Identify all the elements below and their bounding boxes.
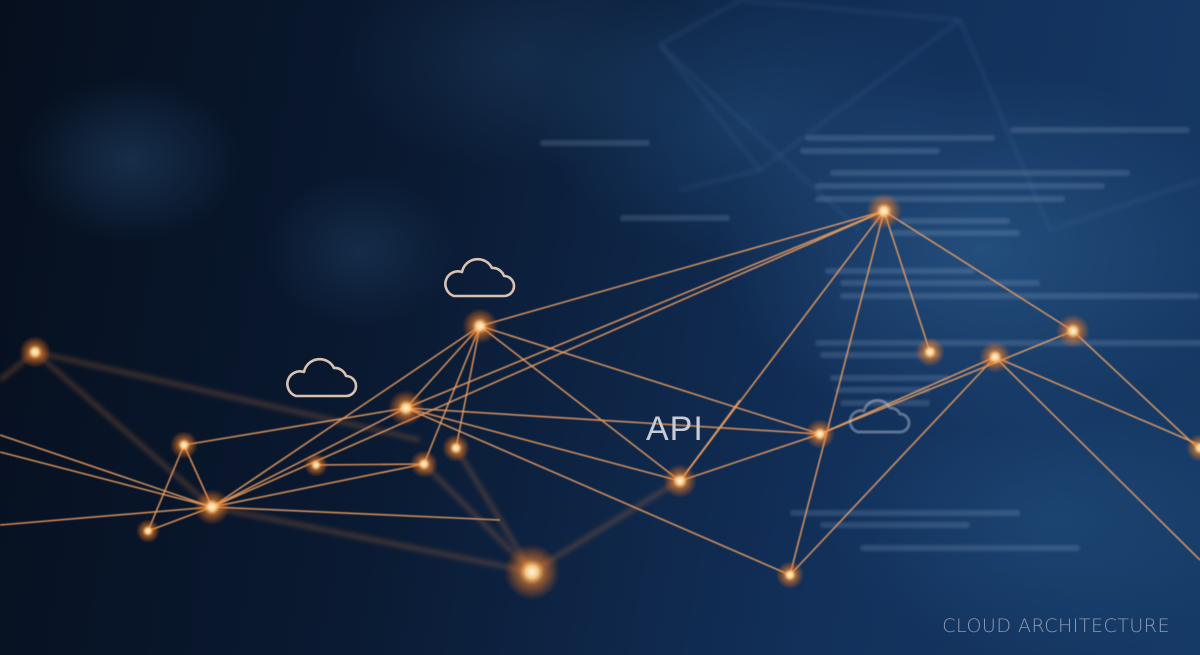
network-links xyxy=(0,210,1200,576)
background-lattice xyxy=(659,0,1200,231)
cloud-icon-faded xyxy=(848,398,911,434)
cloud-icon-left xyxy=(286,357,358,398)
api-label: API xyxy=(646,410,704,448)
cloud-icon-top xyxy=(444,257,516,298)
cloud-architecture-caption: CLOUD ARCHITECTURE xyxy=(942,615,1170,637)
network-nodes xyxy=(19,193,1200,600)
